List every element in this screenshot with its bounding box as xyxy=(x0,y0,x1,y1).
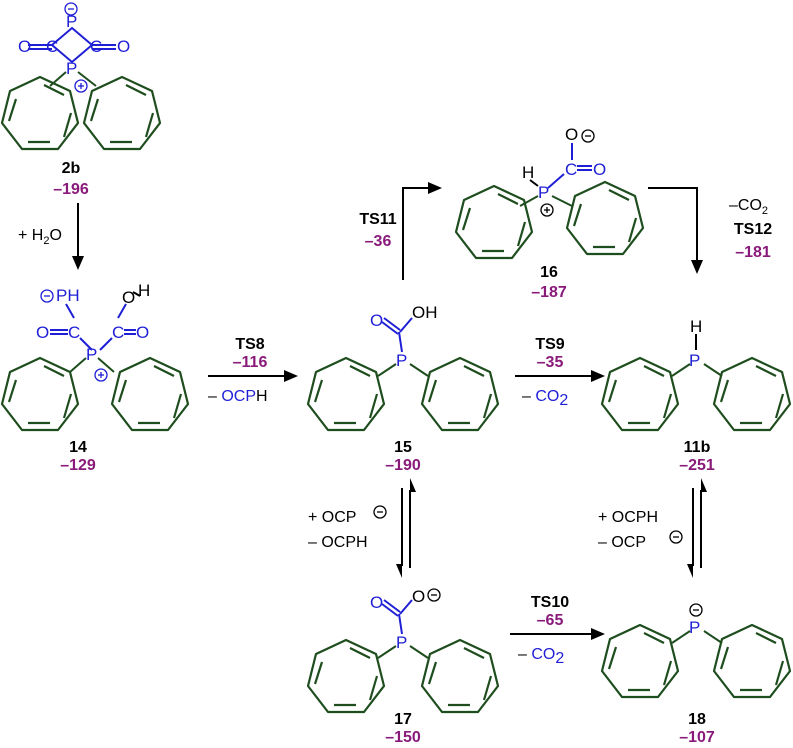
compound-15: O OH P 15 –190 xyxy=(306,303,500,474)
arrow-ts8: TS8 –116 – OCPH xyxy=(208,336,298,405)
atom-oh: OH xyxy=(412,303,438,322)
energy-16: –187 xyxy=(531,284,567,301)
arrow-ts9: TS9 –35 – CO2 xyxy=(515,336,605,409)
compound-18: P 18 –107 xyxy=(600,603,792,746)
atom-c: C xyxy=(565,160,577,179)
energy-17: –150 xyxy=(385,729,421,746)
atom-p: P xyxy=(396,633,407,652)
label-15: 15 xyxy=(394,439,412,456)
arrow-ts10: TS10 –65 – CO2 xyxy=(510,594,605,667)
atom-p: P xyxy=(86,345,97,364)
eq2-top: + OCPH xyxy=(598,509,658,526)
atom-h: H xyxy=(138,281,150,300)
eq1-top: + OCP xyxy=(308,509,356,526)
energy-2b: –196 xyxy=(53,181,89,198)
label-14: 14 xyxy=(69,439,87,456)
atom-c: C xyxy=(112,323,124,342)
condition-water: + H2O xyxy=(18,227,62,247)
compound-11b: H P 11b –251 xyxy=(600,317,792,474)
atom-o: O xyxy=(565,125,578,144)
atom-p: P xyxy=(689,618,700,637)
ts11-label: TS11 xyxy=(359,211,396,228)
atom-h: H xyxy=(690,317,702,336)
atom-p: P xyxy=(689,351,700,370)
compound-17: O O P 17 –150 xyxy=(306,587,500,746)
arrow-ts11: TS11 –36 xyxy=(359,182,442,280)
label-2b: 2b xyxy=(62,160,81,177)
atom-o: O xyxy=(593,160,606,179)
compound-2b: P O C C O P 2b –196 xyxy=(0,2,162,198)
atom-o: O xyxy=(36,323,49,342)
energy-14: –129 xyxy=(60,457,96,474)
ts12-condition: –CO2 xyxy=(729,197,768,217)
atom-p: P xyxy=(396,351,407,370)
atom-o: O xyxy=(18,37,31,56)
energy-18: –107 xyxy=(679,729,715,746)
label-16: 16 xyxy=(540,264,558,281)
label-18: 18 xyxy=(688,711,706,728)
ts10-label: TS10 xyxy=(531,594,569,611)
atom-c: C xyxy=(90,37,102,56)
compound-16: O C O H P 16 –187 xyxy=(454,125,645,301)
arrow-2b-to-14: + H2O xyxy=(18,203,84,270)
ts8-label: TS8 xyxy=(235,336,264,353)
ts8-condition: – OCPH xyxy=(208,388,268,405)
atom-p: P xyxy=(538,183,549,202)
ts9-label: TS9 xyxy=(535,336,564,353)
ts9-energy: –35 xyxy=(537,354,564,371)
ts11-energy: –36 xyxy=(365,233,392,250)
atom-ph: PH xyxy=(56,286,80,305)
atom-c: C xyxy=(46,37,58,56)
atom-o: O xyxy=(412,587,425,606)
ts9-condition: – CO2 xyxy=(522,388,568,409)
ts10-condition: – CO2 xyxy=(518,646,564,667)
atom-c: C xyxy=(68,323,80,342)
equilibrium-15-17: + OCP – OCPH xyxy=(308,478,416,578)
ts8-energy: –116 xyxy=(233,354,268,371)
atom-p: P xyxy=(66,59,77,78)
ts12-energy: –181 xyxy=(735,244,771,261)
atom-h: H xyxy=(522,163,534,182)
compound-14: PH O C P C O O H 14 –129 xyxy=(0,281,190,474)
arrow-ts12: –CO2 TS12 –181 xyxy=(648,187,772,274)
atom-o: O xyxy=(370,311,383,330)
ts12-label: TS12 xyxy=(734,221,772,238)
atom-o: O xyxy=(136,323,149,342)
atom-o: O xyxy=(117,37,130,56)
energy-11b: –251 xyxy=(679,457,715,474)
energy-15: –190 xyxy=(385,457,421,474)
eq2-bottom: – OCP xyxy=(598,534,646,551)
ts10-energy: –65 xyxy=(537,612,564,629)
atom-o: O xyxy=(122,288,135,307)
label-17: 17 xyxy=(394,711,412,728)
label-11b: 11b xyxy=(684,439,711,456)
atom-o: O xyxy=(370,593,383,612)
eq1-bottom: – OCPH xyxy=(308,534,368,551)
equilibrium-11b-18: + OCPH – OCP xyxy=(598,478,707,578)
atom-p: P xyxy=(66,12,77,31)
